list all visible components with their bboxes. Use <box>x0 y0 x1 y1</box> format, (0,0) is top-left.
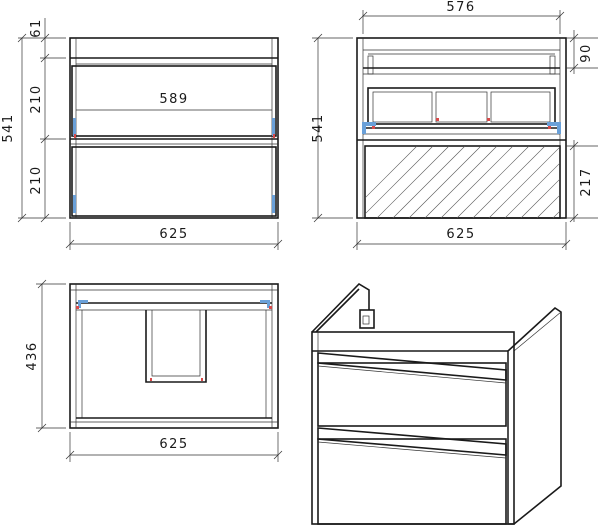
iso-lower-drawer-handle <box>317 427 507 456</box>
top-cabinet-outline <box>69 283 279 429</box>
back-top-gap-label: 90 <box>579 43 594 63</box>
front-drawer-lower-label: 210 <box>29 165 44 194</box>
iso-lower-drawer <box>317 438 507 525</box>
front-drawer-upper-label: 210 <box>29 84 44 113</box>
top-width-label: 625 <box>159 437 188 452</box>
back-lower-drawer-hatched <box>364 145 561 219</box>
back-inner-width-label: 576 <box>446 0 475 15</box>
iso-side-panel <box>507 306 562 525</box>
back-width-label: 625 <box>446 227 475 242</box>
isometric-view <box>311 282 562 525</box>
wall-bracket <box>359 309 375 329</box>
back-lower-height-label: 217 <box>579 167 594 196</box>
top-depth-label: 436 <box>25 341 40 370</box>
top-view: 436 625 <box>25 279 283 462</box>
front-width-label: 625 <box>159 227 188 242</box>
front-total-height-label: 541 <box>1 113 16 142</box>
front-view: 589 625 541 61 210 210 <box>1 18 283 250</box>
siphon-cutout <box>145 310 207 383</box>
front-lower-drawer <box>71 146 277 217</box>
back-view: 576 541 90 217 625 <box>311 0 598 250</box>
front-cabinet-outline <box>69 37 279 219</box>
front-upper-drawer <box>71 65 277 137</box>
front-inner-width-label: 589 <box>159 92 188 107</box>
back-drawer-interior <box>367 87 556 125</box>
iso-upper-drawer-handle <box>317 352 507 381</box>
back-total-height-label: 541 <box>311 113 326 142</box>
front-top-gap-label: 61 <box>29 18 44 38</box>
iso-upper-drawer <box>317 362 507 427</box>
